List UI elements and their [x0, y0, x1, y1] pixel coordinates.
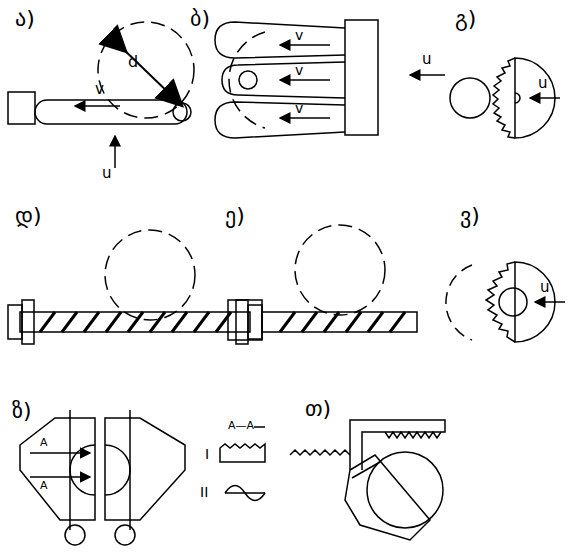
velocity-label: u: [540, 280, 550, 295]
sub-label: დ): [15, 205, 42, 227]
dimension-label: d: [128, 54, 138, 70]
profile-label: I: [205, 447, 209, 461]
sub-label: გ): [455, 8, 476, 30]
section-mark: A: [40, 437, 48, 448]
sub-label: ა): [15, 8, 35, 30]
velocity-label: u: [102, 166, 112, 181]
section-mark: A: [40, 480, 48, 491]
velocity-label: v: [295, 28, 303, 42]
velocity-label: v: [295, 101, 303, 115]
velocity-label: v: [95, 82, 104, 97]
section-label: A—A: [228, 420, 254, 431]
profile-label: II: [200, 485, 208, 499]
sub-label: ვ): [460, 205, 480, 227]
sub-label: ზ): [12, 400, 32, 422]
velocity-label: u: [422, 52, 432, 67]
velocity-label: v: [295, 63, 303, 77]
sub-label: ე): [225, 205, 245, 227]
velocity-label: u: [538, 76, 548, 91]
sub-label: ბ): [190, 8, 210, 30]
sub-label: თ): [305, 398, 331, 420]
